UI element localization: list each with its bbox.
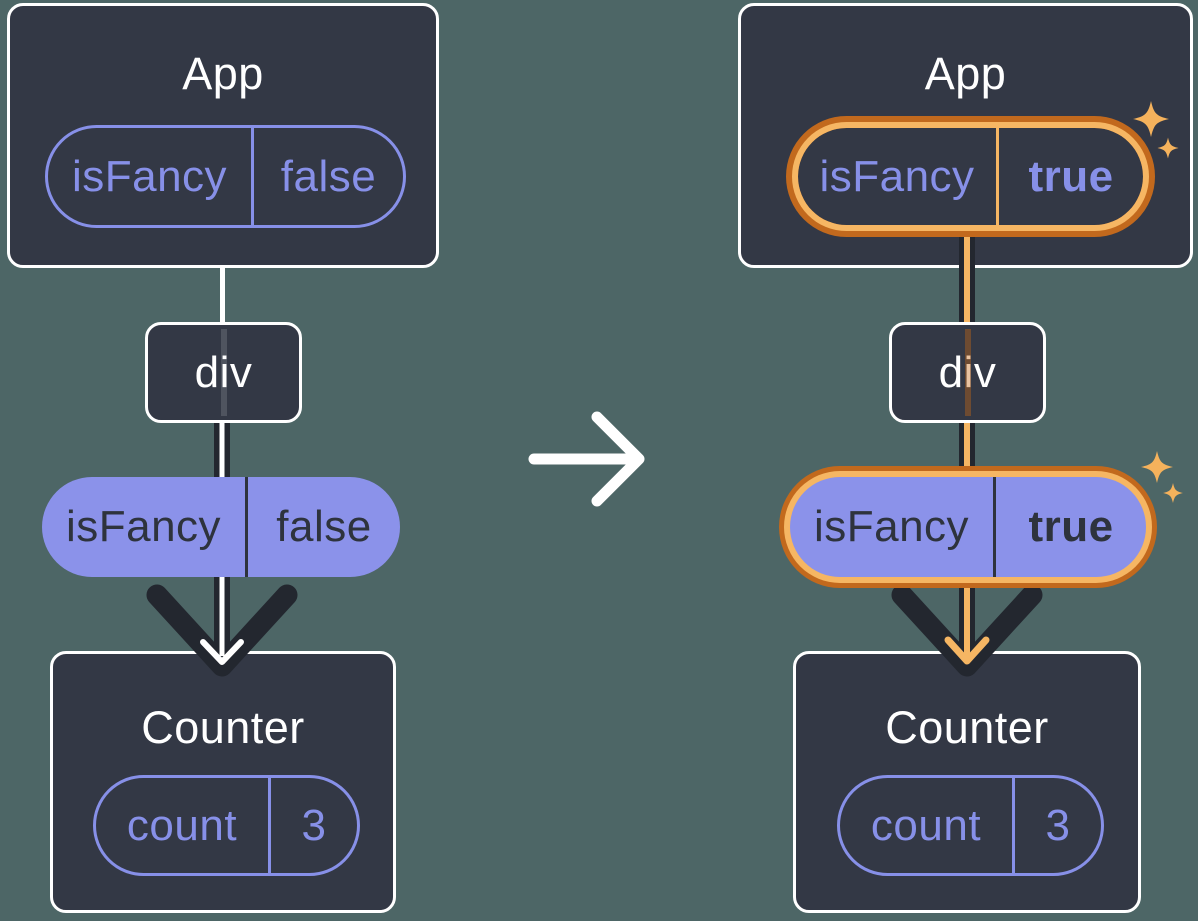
before-counter-title: Counter [141,702,305,753]
after-counter-state-pill: count 3 [837,775,1104,876]
pass-through-line [964,329,971,416]
before-app-card: App isFancy false [7,3,439,268]
app-sparkles-icon [1133,101,1179,159]
before-app-title: App [182,48,264,99]
prop-name: isFancy [42,477,248,577]
state-value: 3 [1045,800,1071,850]
after-div-card: div [889,322,1046,423]
pass-through-line [220,329,227,416]
before-prop-pill: isFancy false [42,477,400,577]
state-name: count [96,778,271,873]
after-prop-pill: isFancy true [790,477,1146,577]
before-parent-connector [220,266,225,324]
after-counter-card: Counter count 3 [793,651,1141,913]
before-counter-state-pill: count 3 [93,775,360,876]
after-counter-title: Counter [885,702,1049,753]
prop-sparkles-icon [1141,451,1183,503]
after-app-card: App isFancy true [738,3,1193,268]
prop-name: isFancy [790,477,996,577]
state-name: count [840,778,1015,873]
before-app-state-pill: isFancy false [45,125,406,228]
prop-value: false [276,502,372,551]
before-div-label: div [194,347,253,397]
prop-value: true [1028,502,1114,551]
transition-right-arrow-icon [528,411,645,507]
state-value: true [1028,151,1114,201]
after-div-label: div [938,347,997,397]
before-div-card: div [145,322,302,423]
state-name: isFancy [798,128,999,225]
state-value: 3 [301,800,327,850]
after-app-title: App [924,48,1007,99]
before-counter-card: Counter count 3 [50,651,396,913]
after-down-arrow-icon [891,234,1043,677]
after-app-state-pill: isFancy true [798,128,1143,225]
state-value: false [280,151,377,201]
state-name: isFancy [48,128,254,225]
